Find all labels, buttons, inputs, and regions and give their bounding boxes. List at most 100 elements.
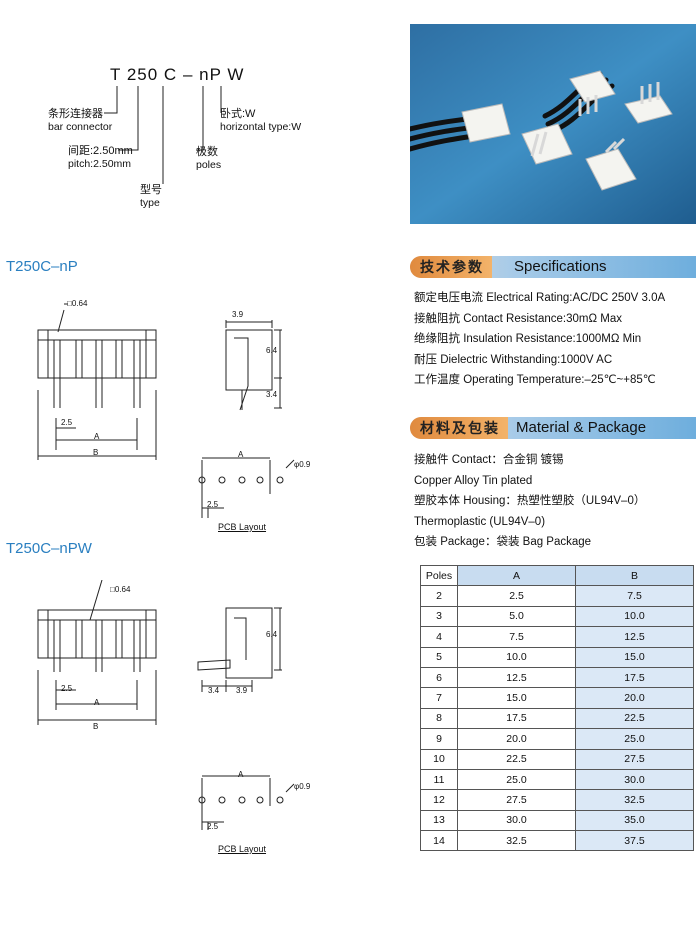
material-header-cn: 材料及包装 [410,417,508,439]
legend-bar-en: bar connector [48,121,113,133]
product-photo [410,24,696,224]
cell-b: 30.0 [575,768,694,791]
cell-b: 7.5 [575,585,694,607]
code-t: T [110,65,122,84]
cell-b: 37.5 [575,830,694,852]
spec-line: 额定电压电流 Electrical Rating:AC/DC 250V 3.0A [414,292,666,304]
cell-poles: 2 [420,585,458,607]
s1-dim-a: A [94,432,100,441]
cell-b: 25.0 [575,728,694,750]
section2-drawing [37,580,295,830]
legend-bar: 条形连接器 bar connector [48,108,112,134]
material-line: Copper Alloy Tin plated [414,474,533,487]
specs-header: 技术参数 Specifications [410,256,696,278]
cell-a: 15.0 [457,687,576,709]
s2-dim-6-4: 6.4 [266,630,278,639]
section1-drawing: . [37,303,295,518]
cell-b: 12.5 [575,626,694,648]
s2-dim-b: B [93,722,99,731]
cell-b: 35.0 [575,809,694,832]
material-list: 接触件 Contact：合金铜 镀锡 Copper Alloy Tin plat… [414,450,696,553]
spec-line: 工作温度 Operating Temperature:–25℃~+85℃ [414,374,656,386]
spec-line: 接触阻抗 Contact Resistance:30mΩ Max [414,312,622,325]
cell-b: 17.5 [575,666,694,689]
s2-pcb-dim-phi: φ0.9 [294,782,311,791]
legend-horiz-cn: 卧式:W [220,108,256,120]
legend-horizontal: 卧式:W horizontal type:W [220,108,301,134]
cell-poles: 6 [420,666,458,689]
cell-b: 15.0 [575,646,694,668]
col-header-b: B [575,564,694,587]
cell-a: 22.5 [457,748,576,770]
s2-dim-2-5: 2.5 [61,684,73,693]
legend-type: 型号 type [140,184,162,210]
cell-a: 25.0 [457,768,576,791]
cell-a: 10.0 [457,646,576,668]
cell-a: 7.5 [457,626,576,648]
s2-dim-3-9: 3.9 [236,686,248,695]
cell-a: 5.0 [457,605,576,628]
cell-a: 17.5 [457,707,576,730]
cell-poles: 14 [420,830,458,852]
code-num: 250 [126,65,159,84]
s2-pcb-layout-label: PCB Layout [218,844,267,854]
specs-header-cn: 技术参数 [410,256,492,278]
cell-poles: 8 [420,707,458,730]
cell-b: 27.5 [575,748,694,770]
legend-horiz-en: horizontal type:W [220,121,302,133]
legend-type-en: type [140,197,160,209]
cell-poles: 4 [420,626,458,648]
section2-title: T250C–nPW [6,540,92,557]
part-number-code: T 250 C – nP W [110,65,244,85]
legend-type-cn: 型号 [140,184,162,196]
legend-pitch-cn: 间距:2.50mm [68,145,133,157]
specs-header-en: Specifications [514,258,607,275]
legend-poles-en: poles [196,159,222,171]
specs-list: 额定电压电流 Electrical Rating:AC/DC 250V 3.0A… [414,288,696,391]
s2-dim-3-4: 3.4 [208,686,220,695]
section1-title: T250C–nP [6,258,78,275]
cell-a: 20.0 [457,728,576,750]
legend-pitch: 间距:2.50mm pitch:2.50mm [68,145,133,171]
material-line: Thermoplastic (UL94V–0) [414,515,546,528]
code-c: C [163,65,178,84]
cell-a: 27.5 [457,789,576,811]
cell-a: 12.5 [457,666,576,689]
cell-poles: 9 [420,728,458,750]
material-line: 接触件 Contact：合金铜 镀锡 [414,454,564,466]
cell-a: 2.5 [457,585,576,607]
legend-poles-cn: 极数 [196,146,218,158]
s1-pcb-layout-label: PCB Layout [218,522,267,532]
spec-line: 耐压 Dielectric Withstanding:1000V AC [414,353,613,366]
material-header-en: Material & Package [516,419,647,436]
cell-poles: 7 [420,687,458,709]
cell-poles: 10 [420,748,458,770]
legend-poles: 极数 poles [196,146,221,172]
cell-poles: 11 [420,768,458,791]
cell-poles: 5 [420,646,458,668]
material-line: 塑胶本体 Housing：热塑性塑胶（UL94V–0） [414,495,646,507]
col-header-a: A [457,564,576,587]
cell-b: 20.0 [575,687,694,709]
s1-pcb-dim-2-5: 2.5 [207,500,219,509]
table-header-row: Poles A B [420,564,694,587]
cell-b: 22.5 [575,707,694,730]
s1-dim-2-5: 2.5 [61,418,73,427]
s1-pcb-dim-a: A [238,450,244,459]
legend-leader-lines [104,86,222,184]
cell-poles: 3 [420,605,458,628]
s1-dim-3-4: 3.4 [266,390,278,399]
code-dash: – [182,65,194,84]
code-np: nP [199,65,222,84]
